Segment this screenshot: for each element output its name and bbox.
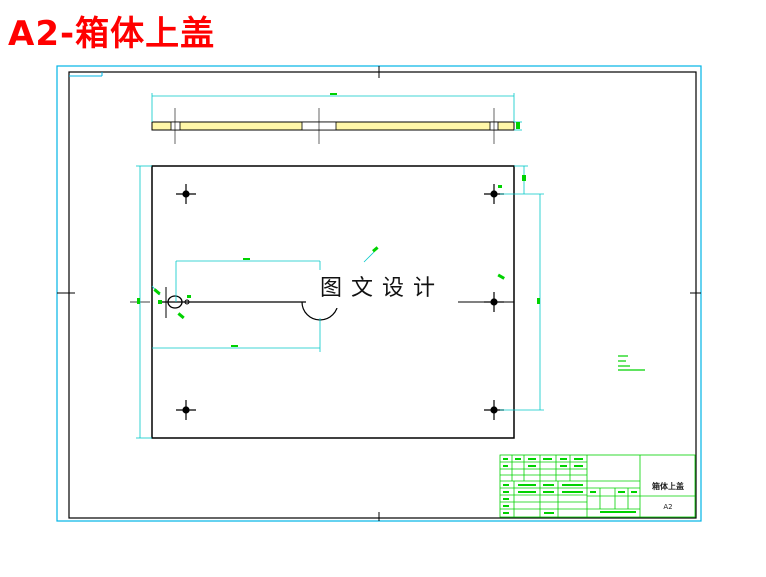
hole-bottom-left (176, 400, 196, 420)
title-block-marks (503, 458, 637, 514)
hole-mid-right (484, 292, 504, 312)
title-block (499, 454, 696, 518)
section-dimension (151, 93, 522, 131)
slot-end-hole (167, 295, 183, 309)
hole-top-right (484, 184, 504, 204)
roughness-note (618, 355, 645, 371)
title-block-part-name: 箱体上盖 (652, 481, 684, 491)
section-view (151, 93, 522, 144)
watermark: 图文设计 (306, 270, 458, 308)
centering-marks (57, 66, 701, 521)
mounting-holes (176, 184, 504, 420)
sheet-inner-frame (68, 71, 697, 519)
dimension-annotations (137, 175, 540, 347)
drawing-title: A2-箱体上盖 (8, 14, 216, 54)
hole-top-left (176, 184, 196, 204)
title-block-drawing-code: A2 (663, 503, 672, 511)
